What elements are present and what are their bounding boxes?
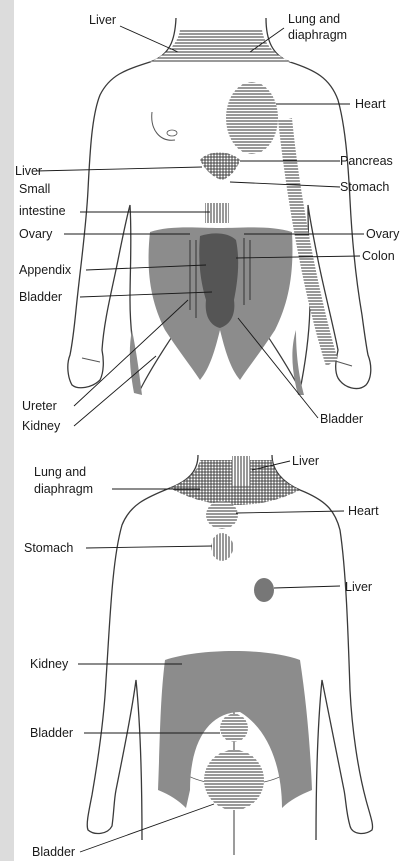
back-label-bladder-bottom: Bladder <box>32 845 75 859</box>
front-label-colon: Colon <box>362 249 395 263</box>
front-upper-abdomen-zone <box>200 153 240 181</box>
back-label-lung-line1: Lung and <box>34 465 86 479</box>
front-label-stomach: Stomach <box>340 180 389 194</box>
front-lung-diaphragm-zone <box>150 30 292 63</box>
front-outer-thigh-left <box>130 330 142 395</box>
front-label-ovary-left: Ovary <box>19 227 52 241</box>
front-navel-mark <box>167 130 177 136</box>
back-liver-top-zone <box>232 456 250 486</box>
front-label-ureter: Ureter <box>22 399 57 413</box>
back-label-stomach: Stomach <box>24 541 73 555</box>
front-label-heart: Heart <box>355 97 386 111</box>
back-label-kidney: Kidney <box>30 657 68 671</box>
front-hand-lines <box>82 358 352 366</box>
back-bladder-upper-zone <box>220 714 248 742</box>
back-bladder-lower-zone <box>204 750 264 810</box>
back-stomach-zone <box>211 533 233 561</box>
front-label-bladder-left: Bladder <box>19 290 62 304</box>
front-label-kidney: Kidney <box>22 419 60 433</box>
back-label-liver-top: Liver <box>292 454 319 468</box>
front-label-small-intestine-line2: intestine <box>19 204 66 218</box>
front-label-lung-line1: Lung and <box>288 12 340 26</box>
front-outer-thigh-right <box>292 330 304 395</box>
back-label-lung-line2: diaphragm <box>34 482 93 496</box>
front-label-liver-top: Liver <box>89 13 116 27</box>
front-label-bladder-right: Bladder <box>320 412 363 426</box>
front-label-pancreas: Pancreas <box>340 154 393 168</box>
back-label-heart: Heart <box>348 504 379 518</box>
front-body-figure <box>68 18 371 395</box>
front-small-intestine-zone <box>205 203 229 223</box>
back-label-liver-right: Liver <box>345 580 372 594</box>
front-label-liver-left: Liver <box>15 164 42 178</box>
front-body-outline <box>68 18 176 390</box>
back-liver-right-zone <box>254 578 274 602</box>
back-heart-zone <box>206 501 238 529</box>
front-label-ovary-right: Ovary <box>366 227 399 241</box>
back-body-figure <box>87 455 372 855</box>
front-label-small-intestine-line1: Small <box>19 182 50 196</box>
front-heart-zone <box>226 82 278 154</box>
front-label-lung-line2: diaphragm <box>288 28 347 42</box>
back-label-bladder-mid: Bladder <box>30 726 73 740</box>
front-label-appendix: Appendix <box>19 263 71 277</box>
page-edge-shadow <box>0 0 14 861</box>
